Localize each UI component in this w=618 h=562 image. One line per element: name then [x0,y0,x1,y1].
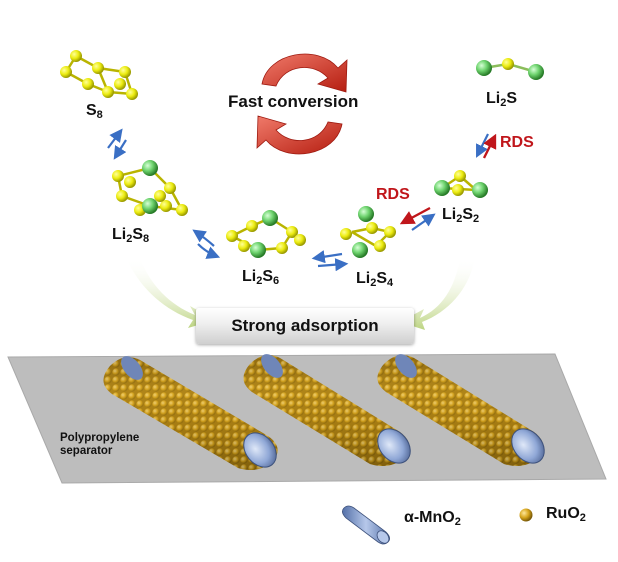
label-li2s-a: Li [486,90,501,107]
molecule-s8 [60,50,138,100]
arrow-li2s4-li2s2 [411,213,436,231]
label-li2s6-a: Li [242,268,257,285]
mno2-rod-icon [342,505,390,545]
label-li2s4-a: Li [356,270,371,287]
label-s8-main: S [86,102,97,119]
separator-label-line2: separator [60,445,113,457]
label-li2s6-c: S [262,268,274,285]
ruo2-sphere-icon [519,508,533,522]
legend-ruo2-sub: 2 [579,512,586,524]
separator-label: Polypropylene separator [60,432,139,458]
legend-ruo2-prefix: RuO [546,505,580,522]
label-li2s8-b: 2 [126,233,133,245]
cycle-arrows-icon [256,53,348,155]
label-li2s4-c: S [376,270,388,287]
rds-label-lower: RDS [376,186,410,203]
label-s8-sub: 8 [96,109,103,121]
molecule-li2s8 [112,160,188,216]
molecule-li2s6 [226,210,306,258]
label-li2s2-d: 2 [473,213,480,225]
label-li2s2: Li2S2 [442,206,479,225]
nanorod-3 [377,354,545,466]
nanorod-2 [243,354,411,466]
legend-mno2-prefix: α-MnO [404,509,455,526]
molecule-li2s4 [340,206,396,258]
label-s8: S8 [86,102,103,121]
label-li2s-b: 2 [500,97,507,109]
label-li2s8-a: Li [112,226,127,243]
molecule-li2s [476,58,544,80]
label-li2s2-a: Li [442,206,457,223]
arrow-li2s8-li2s6 [192,229,221,259]
strong-adsorption-box: Strong adsorption [196,308,414,344]
label-li2s: Li2S [486,90,517,109]
legend-ruo2-label: RuO2 [546,505,586,524]
arrow-li2s2-li2s-rds [482,133,497,159]
label-li2s8-c: S [132,226,144,243]
label-li2s4-b: 2 [370,277,377,289]
label-li2s6: Li2S6 [242,268,279,287]
label-li2s6-d: 6 [273,275,280,287]
title-fast-conversion: Fast conversion [228,92,359,111]
adsorption-arrow-right [400,258,474,330]
arrow-li2s4-li2s2-rds [399,206,431,225]
separator-label-line1: Polypropylene [60,432,140,444]
molecule-li2s2 [434,170,488,198]
label-li2s6-b: 2 [256,275,263,287]
label-li2s2-b: 2 [456,213,463,225]
label-li2s8: Li2S8 [112,226,149,245]
adsorption-arrow-left [128,258,215,328]
legend-mno2-label: α-MnO2 [404,509,461,528]
legend-mno2-sub: 2 [454,516,461,528]
strong-adsorption-text: Strong adsorption [231,316,379,335]
label-li2s2-c: S [462,206,474,223]
arrow-li2s6-li2s4 [311,250,349,272]
rds-label-upper: RDS [500,134,534,151]
label-li2s4: Li2S4 [356,270,393,289]
arrow-s8-li2s8 [107,128,127,160]
label-li2s-c: S [506,90,518,107]
label-li2s4-d: 4 [387,277,394,289]
label-li2s8-d: 8 [143,233,150,245]
nanorod-1 [103,356,278,470]
